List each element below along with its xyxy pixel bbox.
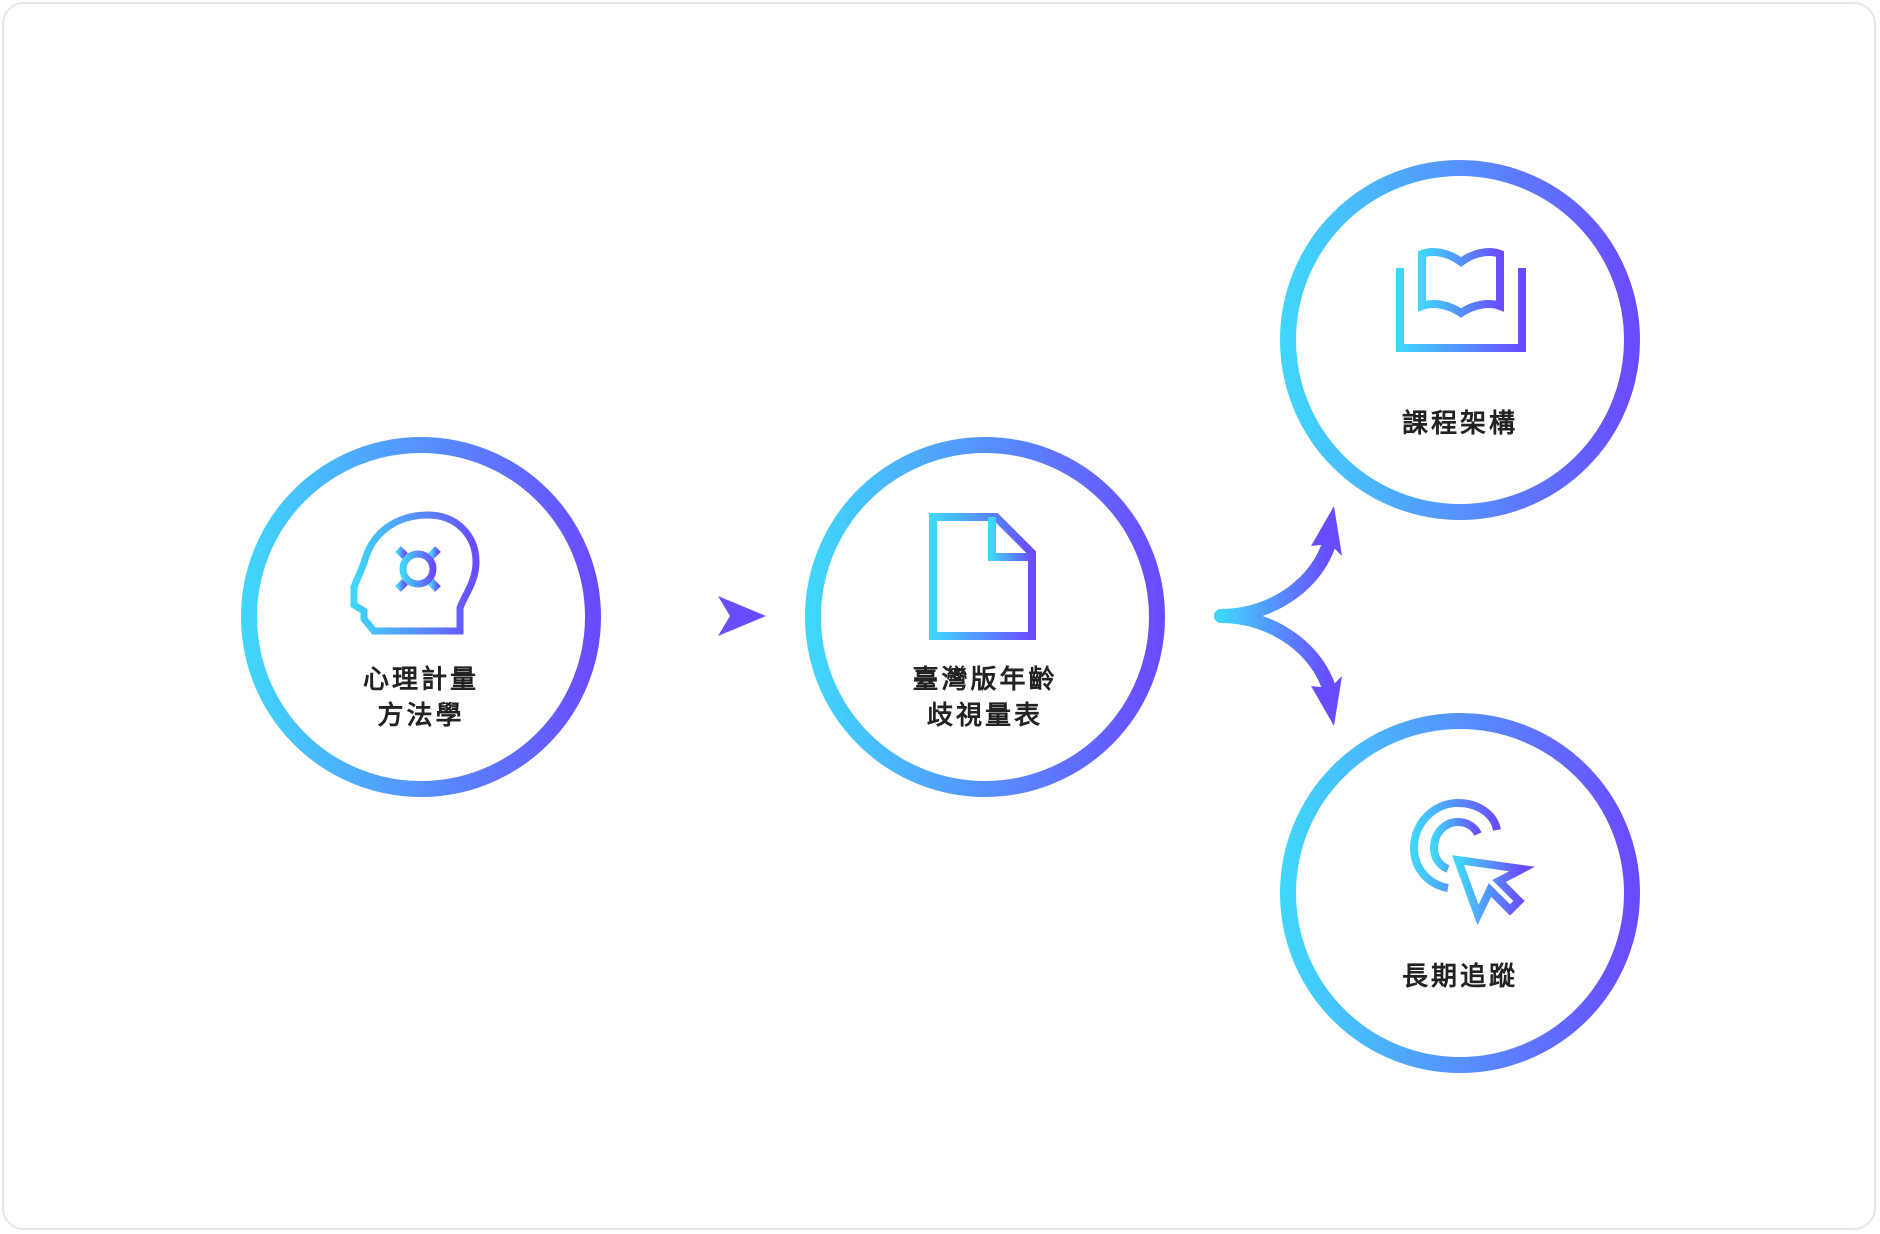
node-label-psychometrics: 心理計量 方法學 [301,662,541,734]
node-circle-curriculum [1280,160,1640,520]
arrow-psychometrics-to-scale [646,596,766,636]
node-circle-tracking [1280,713,1640,1073]
node-label-line: 歧視量表 [926,701,1043,731]
node-label-tracking: 長期追蹤 [1340,959,1580,995]
node-label-line: 方法學 [377,701,465,731]
node-label-line: 課程架構 [1401,409,1518,439]
node-label-curriculum: 課程架構 [1340,406,1580,442]
arrow-scale-to-tracking [1214,609,1342,726]
arrow-scale-to-curriculum [1214,506,1342,623]
node-circle-psychometrics [241,437,601,797]
document-icon [929,513,1036,640]
node-label-line: 臺灣版年齡 [912,665,1058,695]
node-label-scale: 臺灣版年齡 歧視量表 [865,662,1105,734]
node-circle-scale [805,437,1165,797]
target-cursor-icon [1409,798,1535,926]
monitor-book-icon [1396,248,1526,372]
node-label-line: 心理計量 [362,665,479,695]
node-label-line: 長期追蹤 [1401,962,1518,992]
head-gear-icon [350,511,480,635]
